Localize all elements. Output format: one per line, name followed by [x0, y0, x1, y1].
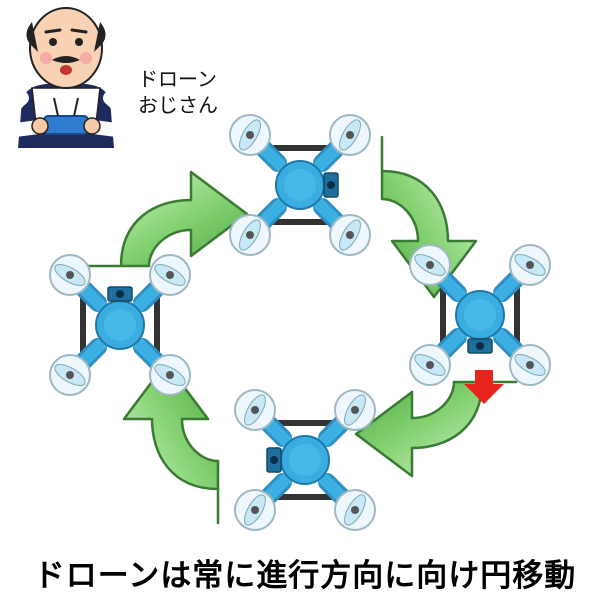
- old-man-character-icon: [10, 8, 122, 148]
- drone-bottom-icon: [235, 390, 375, 530]
- character-label-line1: ドローン: [138, 67, 217, 91]
- curved-arrow-top-left-icon: [85, 170, 249, 268]
- drone-right-icon: [410, 245, 550, 385]
- drone-top-icon: [230, 115, 370, 255]
- drone-left-icon: [50, 255, 190, 395]
- character-label-line2: おじさん: [138, 93, 218, 117]
- diagram-caption: ドローンは常に進行方向に向け円移動: [33, 558, 577, 594]
- curved-arrow-bottom-right-icon: [354, 380, 518, 478]
